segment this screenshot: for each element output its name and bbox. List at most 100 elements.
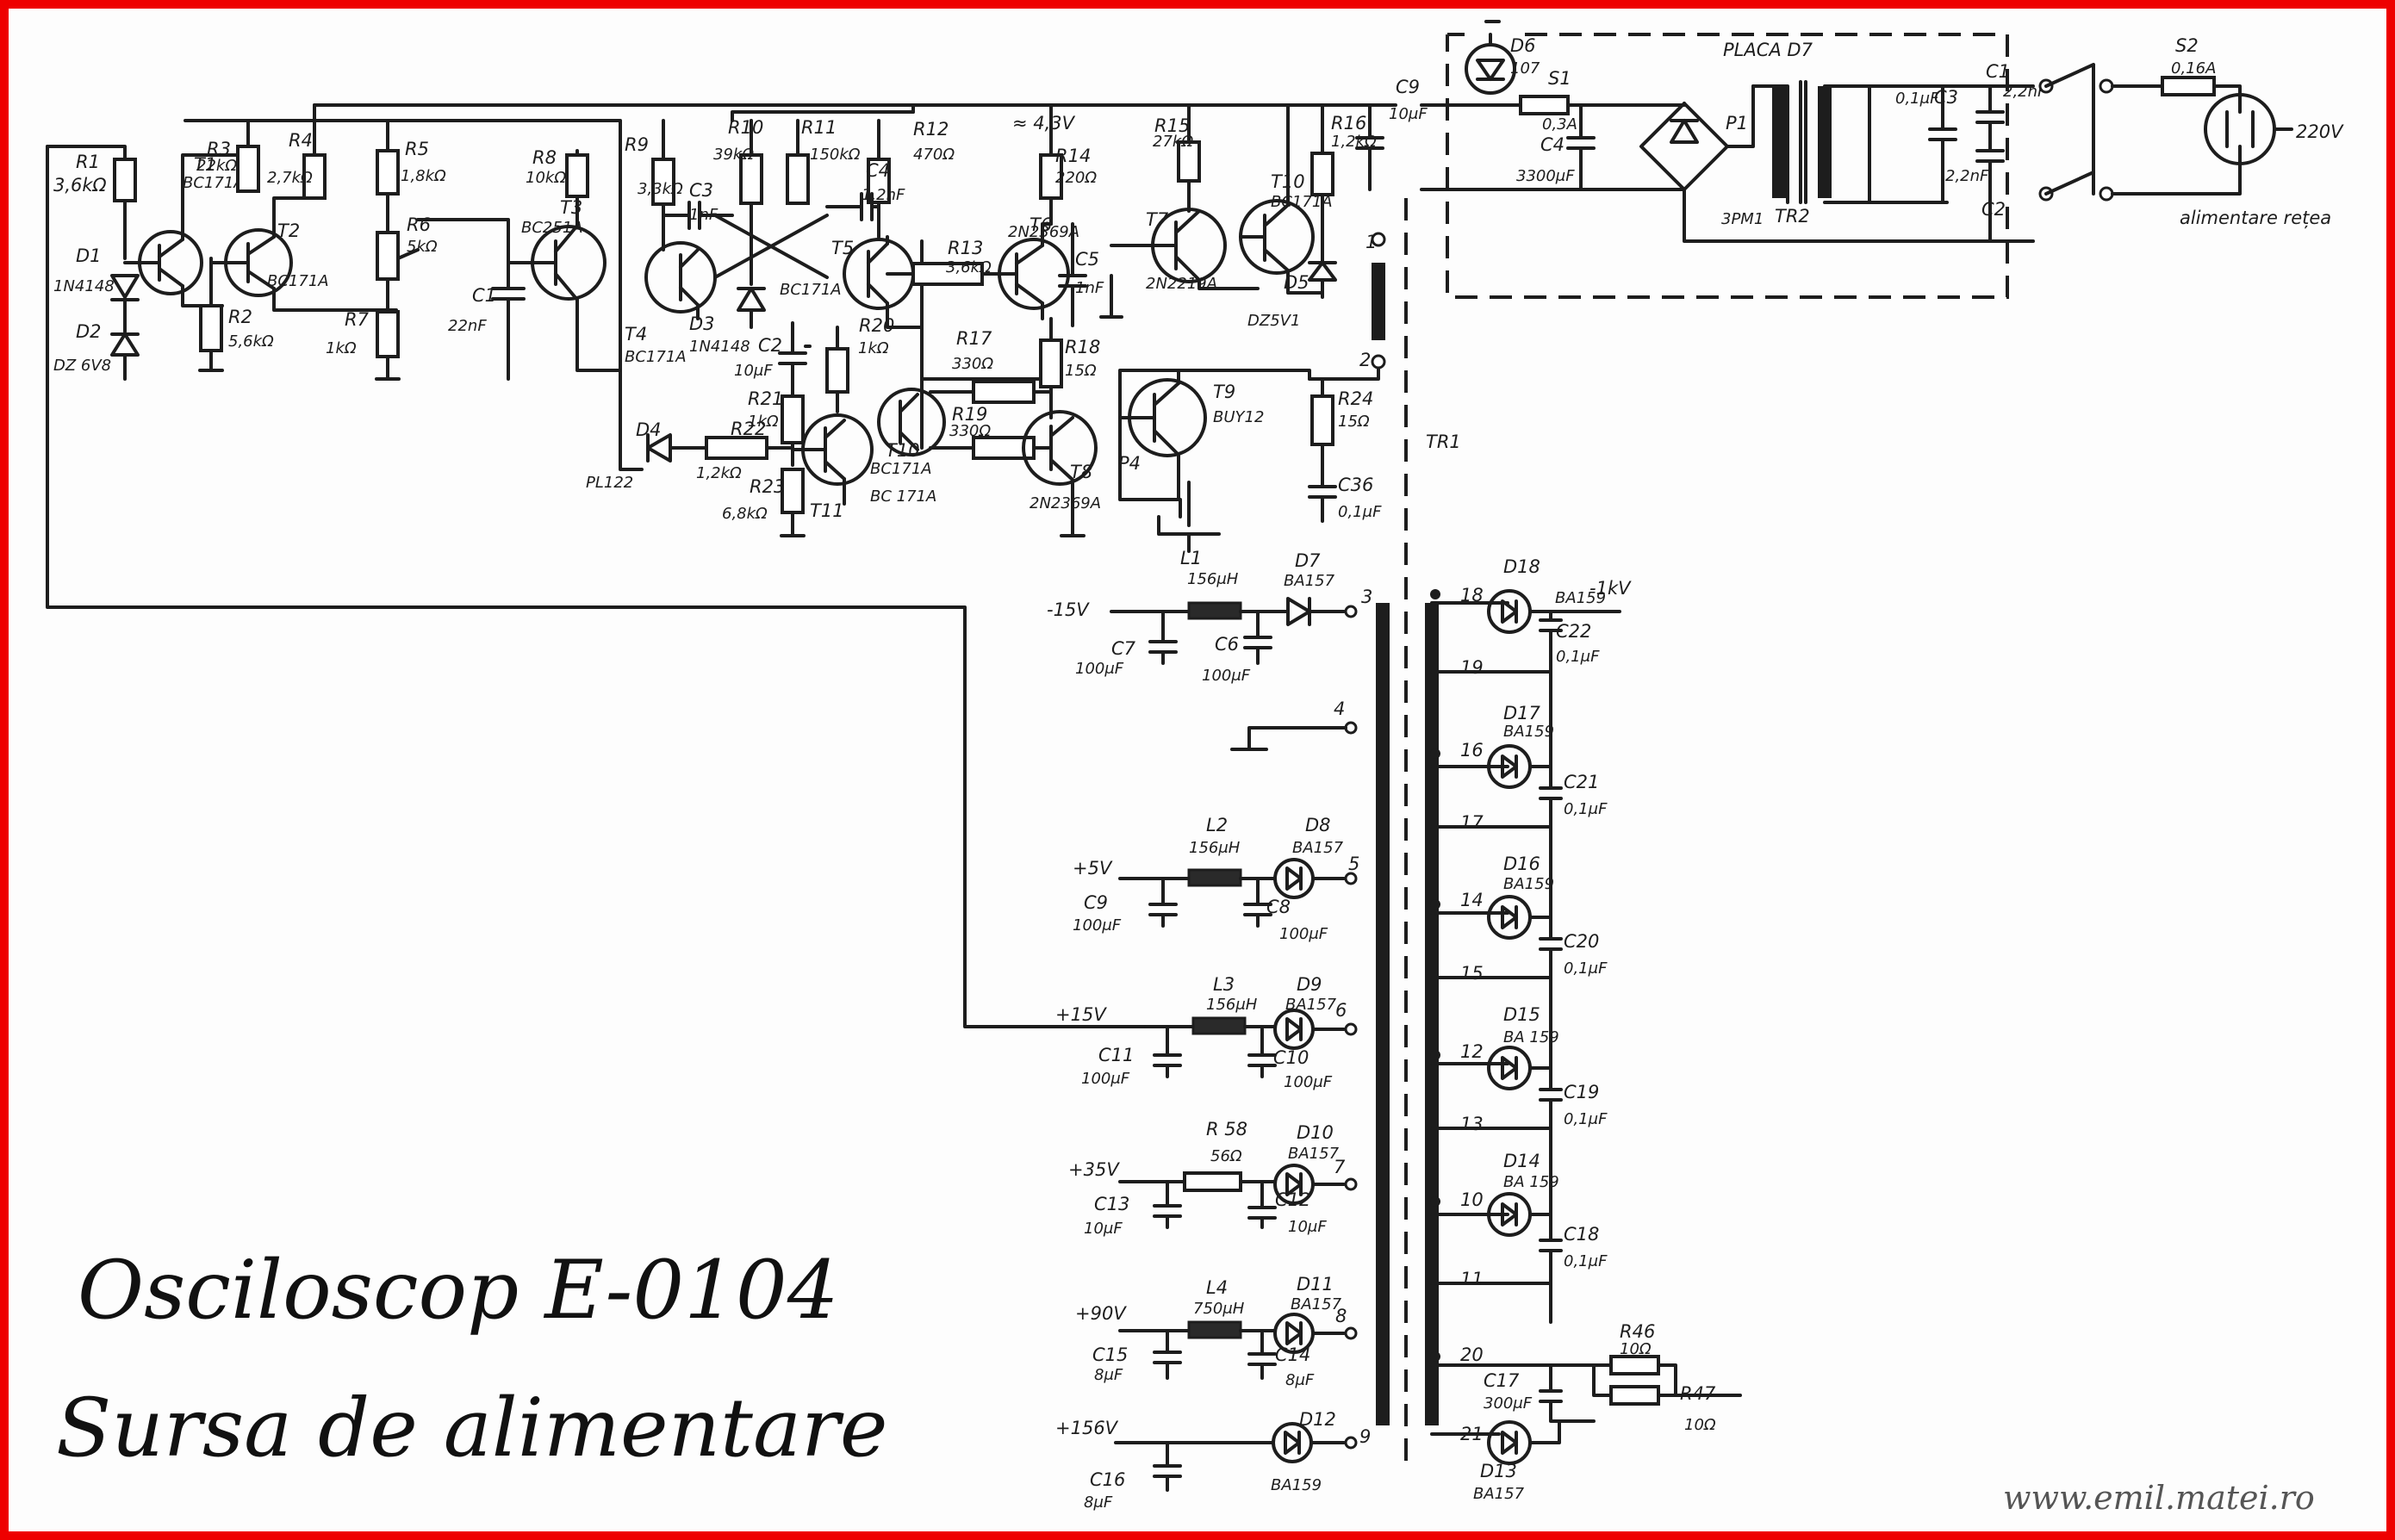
r47-value: 10Ω bbox=[1684, 1416, 1716, 1434]
r17-value: 330Ω bbox=[952, 355, 993, 373]
r7-value: 1kΩ bbox=[326, 339, 357, 357]
r16-resistor bbox=[1310, 152, 1334, 196]
s2-fuse bbox=[2161, 76, 2216, 96]
r17-label: R17 bbox=[956, 328, 992, 349]
c1-label: C1 bbox=[472, 285, 496, 306]
tr2-label: TR2 bbox=[1775, 206, 1810, 227]
d2-label: D2 bbox=[76, 321, 102, 342]
tr1-pin-7: 7 bbox=[1334, 1157, 1346, 1177]
r4-value: 2,7kΩ bbox=[267, 169, 313, 187]
d7-value: BA157 bbox=[1284, 572, 1335, 590]
c20-value: 0,1μF bbox=[1564, 959, 1608, 978]
t6-value: 2N2369A bbox=[1008, 223, 1079, 241]
d10-value: BA157 bbox=[1288, 1145, 1340, 1163]
c9-value: 10μF bbox=[1389, 105, 1428, 123]
c18-label: C18 bbox=[1564, 1224, 1599, 1245]
c6-value: 100μF bbox=[1202, 667, 1251, 685]
r12-label: R12 bbox=[913, 119, 949, 140]
t2-label: T2 bbox=[277, 220, 300, 241]
tr1-pin-18: 18 bbox=[1460, 585, 1484, 605]
d12-value: BA159 bbox=[1271, 1476, 1322, 1494]
c2-value: 10μF bbox=[734, 362, 773, 380]
s2-value: 0,16A bbox=[2171, 59, 2216, 78]
c9b-label: C9 bbox=[1084, 892, 1108, 913]
c12-value: 10μF bbox=[1288, 1218, 1327, 1236]
r10-label: R10 bbox=[728, 117, 763, 138]
r8-resistor bbox=[565, 153, 589, 198]
t7-label: T7 bbox=[1146, 209, 1169, 230]
c15-value: 8μF bbox=[1094, 1366, 1123, 1384]
d18-value: BA159 bbox=[1555, 589, 1606, 607]
t4-value: BC171A bbox=[625, 348, 687, 366]
c16-label: C16 bbox=[1090, 1469, 1125, 1490]
l3-inductor bbox=[1191, 1016, 1247, 1035]
r58-value: 56Ω bbox=[1210, 1147, 1242, 1165]
r12-value: 470Ω bbox=[913, 146, 955, 164]
supply-rails bbox=[46, 103, 1397, 1028]
d3-label: D3 bbox=[689, 314, 715, 334]
tr1-pin-12: 12 bbox=[1460, 1041, 1484, 1062]
r13-value: 3,6kΩ bbox=[946, 258, 992, 276]
r6-label: R6 bbox=[407, 214, 431, 235]
r11-value: 150kΩ bbox=[810, 146, 861, 164]
d6-value: 107 bbox=[1510, 59, 1540, 78]
d18-diode bbox=[1487, 589, 1532, 634]
tr1-pin-5: 5 bbox=[1348, 854, 1359, 874]
l1-inductor bbox=[1187, 601, 1242, 620]
l3-value: 156μH bbox=[1206, 996, 1258, 1014]
tr1-pin-21: 21 bbox=[1460, 1424, 1484, 1444]
d12-label: D12 bbox=[1299, 1409, 1336, 1430]
minus15-label: -15V bbox=[1047, 599, 1090, 620]
c9-label: C9 bbox=[1396, 77, 1420, 97]
tr1-pin-17: 17 bbox=[1460, 812, 1484, 833]
l2-label: L2 bbox=[1206, 815, 1228, 835]
d1-value: 1N4148 bbox=[53, 277, 115, 295]
t1-value: BC171A bbox=[183, 174, 245, 192]
c2b-label: C2 bbox=[1981, 199, 2006, 220]
d11-label: D11 bbox=[1297, 1274, 1334, 1295]
r1-value: 3,6kΩ bbox=[53, 175, 107, 196]
r1-resistor bbox=[113, 158, 137, 202]
d13-value: BA157 bbox=[1473, 1485, 1525, 1503]
c22-label: C22 bbox=[1556, 621, 1591, 642]
r24-resistor bbox=[1310, 394, 1334, 446]
tr1-pin-15: 15 bbox=[1460, 963, 1484, 984]
r5-resistor bbox=[376, 149, 400, 196]
c8-value: 100μF bbox=[1279, 925, 1328, 943]
tr1-pin-16: 16 bbox=[1460, 740, 1484, 761]
r12-resistor bbox=[867, 158, 891, 204]
d9-label: D9 bbox=[1297, 974, 1322, 995]
c22-value: 0,1μF bbox=[1556, 648, 1600, 666]
r11-label: R11 bbox=[801, 117, 837, 138]
r10-resistor bbox=[739, 153, 763, 205]
d1-label: D1 bbox=[76, 245, 102, 266]
t3-value: BC251A bbox=[521, 219, 583, 237]
r2-value: 5,6kΩ bbox=[228, 332, 274, 351]
r3-value: 22kΩ bbox=[196, 157, 237, 175]
tr1-pin-14: 14 bbox=[1460, 890, 1484, 910]
r8-label: R8 bbox=[532, 147, 557, 168]
d18-label: D18 bbox=[1503, 556, 1540, 577]
c4b-value: 3300μF bbox=[1516, 167, 1575, 185]
r18-resistor bbox=[1039, 338, 1063, 388]
p1-value: 3PM1 bbox=[1721, 210, 1764, 228]
tr1-pin-8: 8 bbox=[1335, 1306, 1347, 1326]
r58-resistor bbox=[1183, 1171, 1242, 1192]
c4-label: C4 bbox=[866, 160, 890, 181]
r24-value: 15Ω bbox=[1338, 413, 1370, 431]
d9-diode bbox=[1273, 1009, 1315, 1050]
r23-resistor bbox=[781, 468, 805, 514]
r23-value: 6,8kΩ bbox=[722, 505, 768, 523]
c4b-label: C4 bbox=[1540, 134, 1565, 155]
s1-label: S1 bbox=[1548, 68, 1571, 89]
t5-label: T5 bbox=[831, 238, 854, 258]
r20-value: 1kΩ bbox=[858, 339, 889, 357]
tr1-pin-1: 1 bbox=[1365, 232, 1377, 252]
r16-label: R16 bbox=[1331, 113, 1366, 134]
c5-value: 1nF bbox=[1075, 279, 1104, 297]
c5-label: C5 bbox=[1075, 249, 1099, 270]
d9-value: BA157 bbox=[1285, 996, 1337, 1014]
c12-label: C12 bbox=[1275, 1189, 1310, 1210]
oscillator-section: R9 3,3kΩ R10 39kΩ R11 150kΩ R12 470Ω ≈ 4… bbox=[619, 77, 1428, 471]
c8-label: C8 bbox=[1266, 897, 1291, 917]
